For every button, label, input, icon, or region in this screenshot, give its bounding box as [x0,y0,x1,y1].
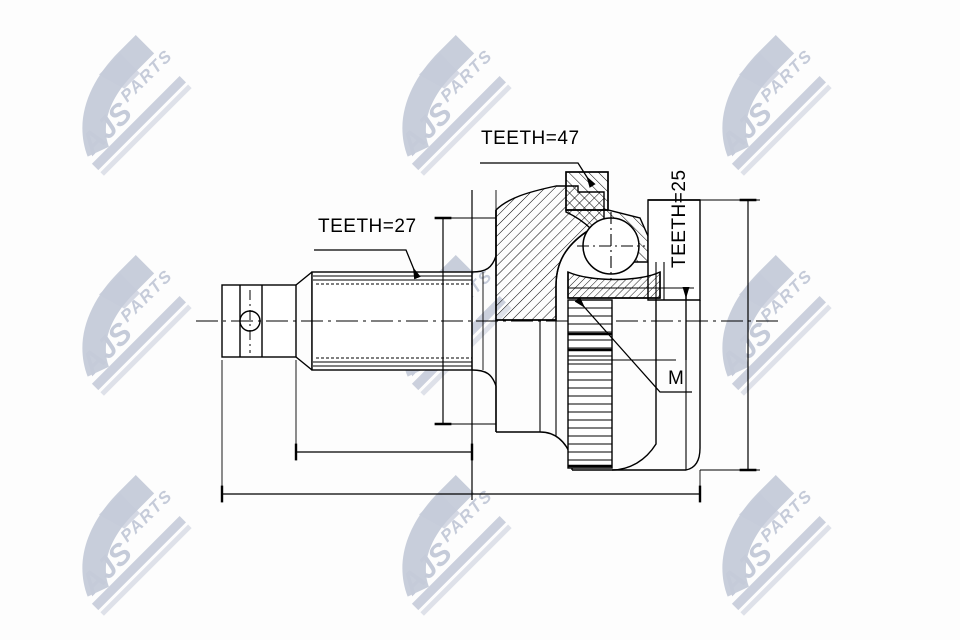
bearing-ball [577,212,645,280]
section-extension-lines [471,190,497,500]
leader-teeth47 [480,162,596,188]
inner-race-hub [567,270,661,299]
leader-thread-m [574,296,692,393]
dim-overall-length [220,360,702,503]
dim-bell-diameter [700,198,760,472]
cage-slots [647,262,665,300]
abs-tone-ring [567,299,613,469]
label-teeth-shaft: TEETH=27 [318,216,417,237]
label-thread: M [668,368,685,389]
label-teeth-inner: TEETH=25 [669,169,690,268]
dim-shaft-length [294,360,474,461]
dim-teeth25 [568,286,694,361]
label-teeth-outer: TEETH=47 [481,128,580,149]
